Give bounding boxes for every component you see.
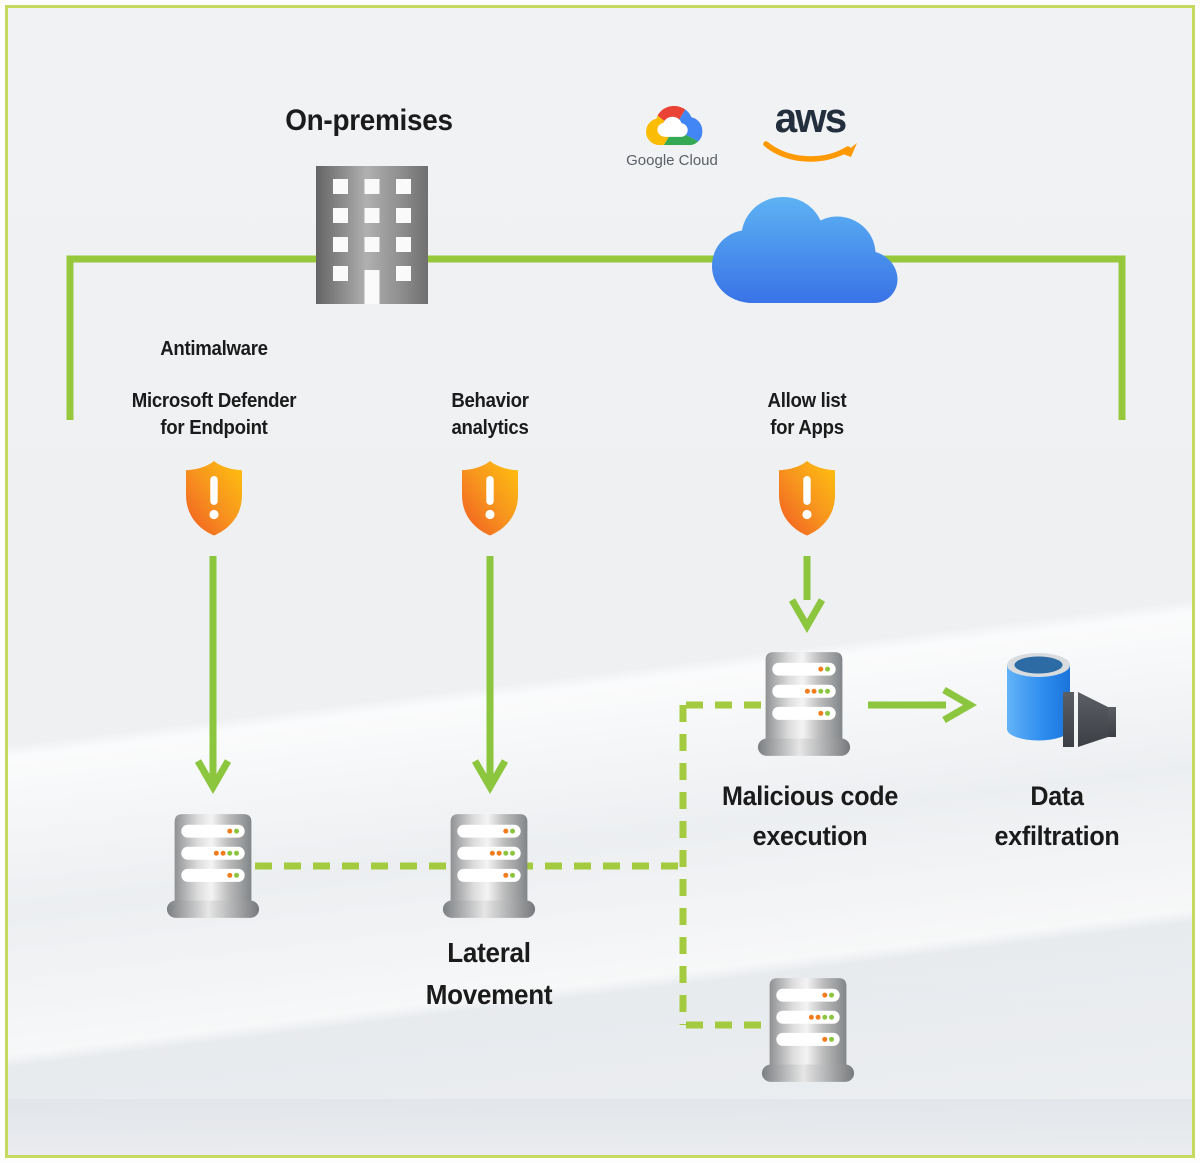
warning-shield-icon-behavior <box>462 461 518 536</box>
arrow-allowlist-head <box>788 598 826 634</box>
malicious-code-label: Malicious code execution <box>721 781 899 851</box>
defender-label: Microsoft Defender for Endpoint <box>131 390 297 439</box>
aws-logo-text: aws <box>774 94 847 141</box>
data-exfiltration-label: Data exfiltration <box>994 781 1120 851</box>
antimalware-label: Antimalware <box>160 338 268 360</box>
green-arrows <box>194 556 978 795</box>
database-export-icon <box>1007 653 1116 747</box>
behavior-analytics-label: Behavior analytics <box>451 390 529 439</box>
server-icon-endpoint <box>166 814 260 918</box>
arrow-defender-head <box>194 759 232 795</box>
server-icon-malicious <box>757 652 851 756</box>
google-cloud-label: Google Cloud <box>626 152 718 169</box>
server-icon-bottom <box>761 978 855 1082</box>
building-icon <box>316 166 428 304</box>
warning-shield-icon-allowlist <box>779 461 835 536</box>
diagram-background <box>5 5 1195 1158</box>
cloud-icon <box>712 197 898 303</box>
arrow-exfiltration-head <box>942 686 978 724</box>
google-cloud-icon <box>646 105 703 146</box>
onprem-title: On-premises <box>285 104 453 137</box>
aws-smile-icon <box>763 141 857 162</box>
lateral-movement-label: Lateral Movement <box>425 937 553 1010</box>
arrow-behavior-head <box>471 759 509 795</box>
onprem-cloud-bracket-line <box>66 255 1126 420</box>
allow-list-label: Allow list for Apps <box>767 390 847 439</box>
server-icon-lateral <box>442 814 536 918</box>
warning-shield-icon-defender <box>186 461 242 536</box>
